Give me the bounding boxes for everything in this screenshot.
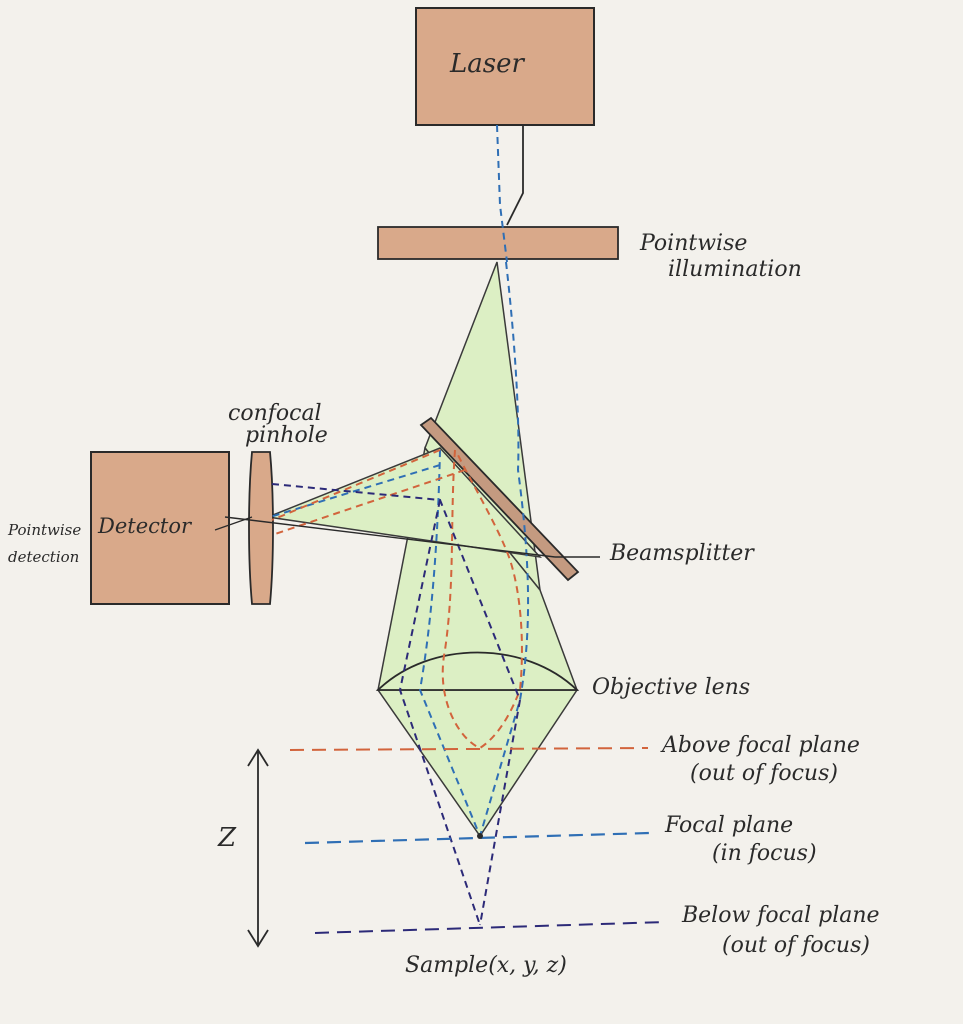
focal-plane-line <box>304 831 651 845</box>
blue-ray-laser <box>496 124 508 263</box>
illumination-pinhole-bar <box>377 226 619 260</box>
sample-label: Sample(x, y, z) <box>405 953 567 978</box>
detection-leader <box>214 516 253 531</box>
blue-ray-detection <box>269 464 441 518</box>
focal-point <box>477 833 483 839</box>
red-ray-detection-lower <box>271 469 466 536</box>
pointwise-detection-label-1: Pointwise <box>7 521 81 539</box>
red-ray-detection-upper <box>271 449 441 521</box>
objective-lens <box>375 651 580 691</box>
pointwise-illumination-label-1: Pointwise <box>639 231 747 256</box>
pointwise-illumination-label-2: illumination <box>668 257 802 282</box>
red-ray-loop <box>441 449 523 750</box>
confocal-pinhole-plate <box>248 451 274 605</box>
confocal-pinhole-label-1: confocal <box>228 401 322 426</box>
z-axis-arrow-up <box>247 748 269 767</box>
detector-box <box>90 451 230 605</box>
focal-plane-label-1: Focal plane <box>664 813 793 838</box>
navy-ray-right <box>479 699 521 926</box>
detector-label: Detector <box>97 514 193 538</box>
laser-fiber <box>506 125 524 226</box>
focal-plane-label-2: (in focus) <box>712 841 817 866</box>
detection-axis-line <box>224 516 556 558</box>
below-focal-plane-label-2: (out of focus) <box>722 933 870 958</box>
above-focal-plane-label-1: Above focal plane <box>660 733 860 758</box>
below-focal-plane-line <box>314 921 666 934</box>
laser-label: Laser <box>449 49 525 79</box>
above-focal-plane-line <box>289 747 649 751</box>
above-focal-plane-label-2: (out of focus) <box>690 761 838 786</box>
objective-lens-label: Objective lens <box>592 675 750 700</box>
below-focal-plane-label-1: Below focal plane <box>681 903 880 928</box>
z-axis-label: Z <box>217 823 237 853</box>
beamsplitter-label: Beamsplitter <box>609 541 755 566</box>
blue-ray-right <box>479 261 530 837</box>
blue-ray-left <box>418 449 481 837</box>
laser-box <box>415 7 595 126</box>
detection-cone <box>265 447 542 559</box>
z-axis-arrow-down <box>247 929 269 948</box>
navy-ray-left <box>398 499 481 926</box>
pointwise-detection-label-2: detection <box>8 548 79 566</box>
confocal-pinhole-label-2: pinhole <box>245 423 328 448</box>
